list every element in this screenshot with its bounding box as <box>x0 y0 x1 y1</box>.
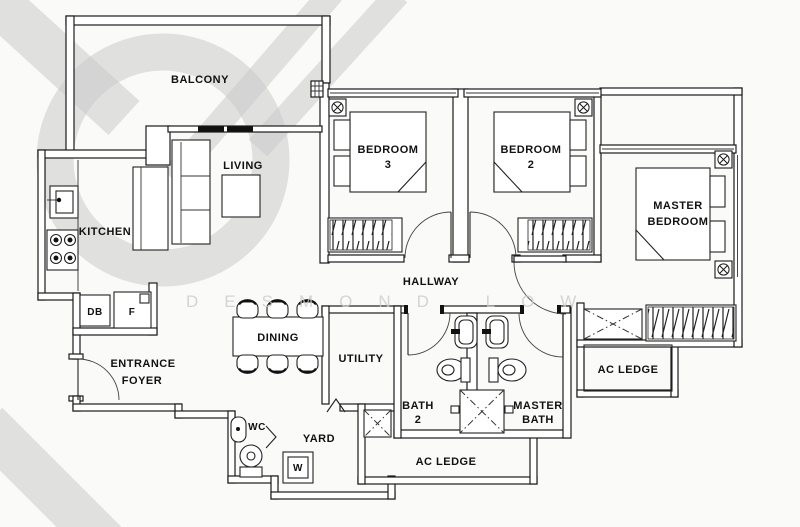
bath2-door-arc <box>407 312 451 356</box>
watermark-agent-name: DESMOND LOW <box>186 292 602 311</box>
vent-icon <box>328 98 347 117</box>
fridge-label: F <box>129 307 136 318</box>
sofa <box>171 139 211 245</box>
bedroom3-label-line2: 3 <box>385 159 392 171</box>
watermark-bar-top-left <box>0 0 140 135</box>
bed-fold <box>396 160 427 193</box>
walls <box>37 15 743 500</box>
db-label: DB <box>87 307 102 318</box>
fridge-detail <box>139 293 150 304</box>
bedroom3-label-line1: BEDROOM <box>358 144 419 156</box>
dining-chairs <box>236 299 319 374</box>
vent-icon <box>714 260 733 279</box>
yard-fixtures <box>282 409 392 484</box>
utility-bifold-door <box>326 398 346 413</box>
bath2-fixtures <box>436 315 478 383</box>
side-table <box>569 155 587 187</box>
bed-fold <box>635 228 666 261</box>
washer-label: W <box>293 463 303 474</box>
balcony-label: BALCONY <box>171 74 229 86</box>
side-table <box>333 155 351 187</box>
vent-icon <box>714 150 733 169</box>
shower-door-handle <box>504 405 514 414</box>
bedroom3-door-arc <box>404 211 452 259</box>
side-table <box>709 175 726 208</box>
bedroom2-label-line1: BEDROOM <box>501 144 562 156</box>
dining-table <box>232 316 324 357</box>
toilet-tank <box>488 357 499 383</box>
watermark-ring <box>36 33 290 287</box>
distribution-board-box <box>79 294 111 327</box>
entrance-foyer-label-line2: FOYER <box>122 375 162 387</box>
living-label: LIVING <box>223 160 263 172</box>
side-table <box>333 119 351 151</box>
sliding-door-leaf <box>198 126 224 132</box>
ac-ledge-outline <box>583 344 673 392</box>
bedroom2-door-arc <box>469 211 517 259</box>
wc-label: WC <box>248 422 266 433</box>
master-bedroom-label-line2: BEDROOM <box>648 216 709 228</box>
master-bath-label-line1: MASTER <box>513 400 562 412</box>
doors <box>77 211 567 449</box>
master-bedroom-door-leaf <box>513 255 567 263</box>
dining-furniture <box>232 299 324 374</box>
master-bath-fixtures <box>482 315 527 383</box>
room-labels: BALCONY LIVING KITCHEN BEDROOM 3 BEDROOM… <box>79 74 709 474</box>
side-table <box>709 220 726 253</box>
entrance-door-arc <box>77 358 120 401</box>
master-bedroom-furniture <box>583 150 737 342</box>
toilet-tank <box>239 466 263 478</box>
fridge-box <box>113 291 152 329</box>
kitchen-fixtures <box>46 160 152 329</box>
living-furniture <box>132 139 261 251</box>
master-bedroom-label-line1: MASTER <box>653 200 702 212</box>
vent-icon <box>574 98 593 117</box>
shower <box>450 389 514 434</box>
bath2-label-line2: 2 <box>415 414 422 426</box>
shower-door-handle <box>450 405 460 414</box>
yard-label: YARD <box>303 433 335 445</box>
master-bath-label-line2: BATH <box>522 414 554 426</box>
bed-fold <box>493 160 524 193</box>
toilet <box>239 444 263 468</box>
wc-fixtures <box>230 416 263 478</box>
master-bath-door-arc <box>518 312 564 358</box>
coffee-table <box>221 174 261 218</box>
utility-label: UTILITY <box>338 353 383 365</box>
bedroom2-label-line2: 2 <box>528 159 535 171</box>
ac-ledge-bottom-label: AC LEDGE <box>416 456 477 468</box>
tv-console <box>132 166 169 251</box>
bedroom3-furniture <box>327 98 427 253</box>
windows <box>167 80 738 277</box>
bedroom2-furniture <box>493 98 593 253</box>
side-table <box>569 119 587 151</box>
toilet <box>497 358 527 382</box>
bath2-label-line1: BATH <box>402 400 434 412</box>
master-bedroom-door-arc <box>513 261 567 315</box>
ac-ledge-right-room <box>583 344 673 392</box>
hallway-label: HALLWAY <box>403 276 459 288</box>
structural-column <box>310 80 324 98</box>
entrance-foyer-label-line1: ENTRANCE <box>110 358 175 370</box>
wc-bifold-door <box>265 425 277 449</box>
dining-label: DINING <box>257 332 299 344</box>
toilet-tank <box>460 357 471 383</box>
sliding-door-leaf <box>227 126 253 132</box>
kitchen-label: KITCHEN <box>79 226 131 238</box>
watermark-bar-bottom-left <box>0 407 122 527</box>
ac-ledge-right-label: AC LEDGE <box>598 364 659 376</box>
